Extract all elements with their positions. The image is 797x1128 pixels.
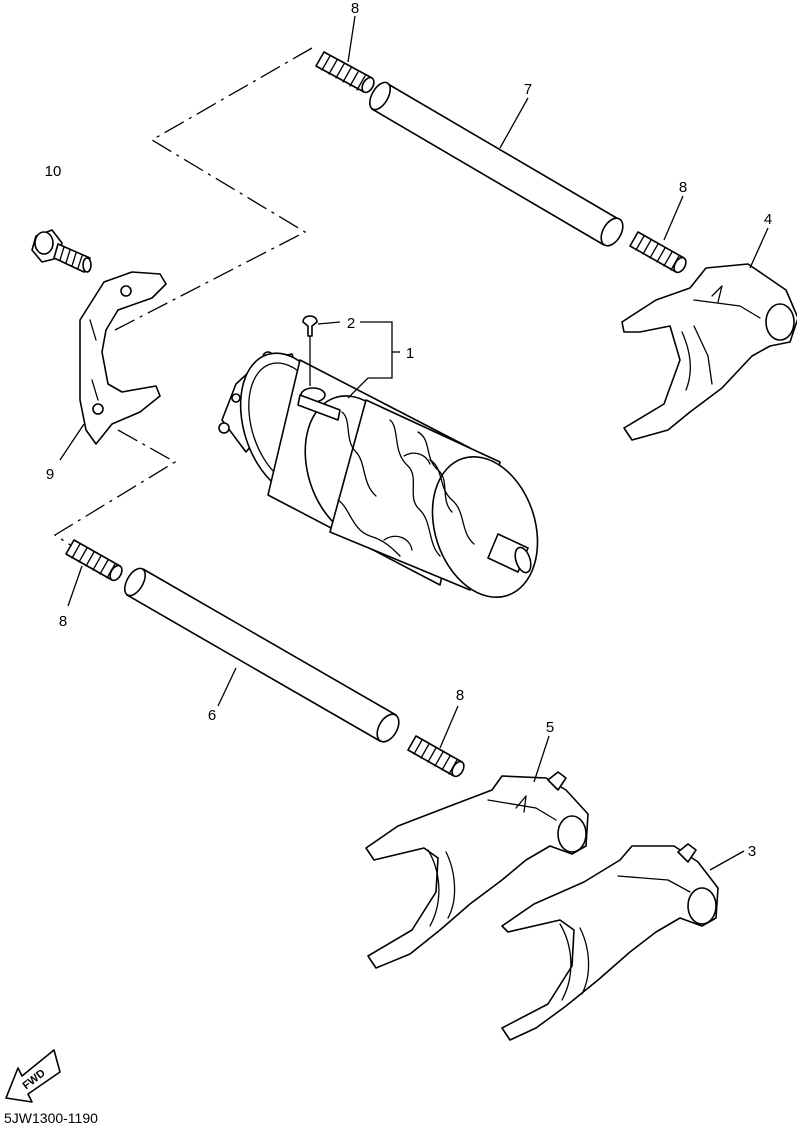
shaft-7 (368, 81, 624, 247)
callout-5: 5 (546, 719, 554, 736)
callout-7: 7 (524, 81, 532, 98)
shift-fork-3 (501, 843, 719, 1041)
spring-8-lower (407, 735, 465, 778)
plate-9 (79, 271, 167, 445)
shift-drum-1 (218, 351, 539, 598)
callout-1: 1 (406, 345, 414, 362)
bolt-10 (31, 229, 92, 273)
shift-fork-4 (621, 263, 797, 441)
callout-4: 4 (764, 211, 772, 228)
leader-lines (59, 15, 769, 871)
callout-10: 10 (45, 163, 62, 180)
callout-9: 9 (46, 466, 54, 483)
shift-fork-5 (365, 771, 589, 969)
callout-8-upper-right: 8 (679, 179, 687, 196)
spring-8-upper-right (629, 231, 687, 274)
callout-8-left: 8 (59, 613, 67, 630)
callout-8-lower: 8 (456, 687, 464, 704)
assembly-lines (53, 47, 313, 551)
callout-8-top: 8 (351, 0, 359, 17)
callout-2: 2 (347, 315, 355, 332)
fwd-arrow-icon: FWD (5, 1049, 61, 1103)
drawing-code: 5JW1300-1190 (4, 1110, 98, 1126)
spring-8-top (315, 51, 375, 94)
callout-6: 6 (208, 707, 216, 724)
callout-3: 3 (748, 843, 756, 860)
callout-labels: 8 7 8 4 10 2 1 9 8 6 8 5 3 (45, 0, 773, 860)
shaft-6 (123, 567, 400, 743)
pin-2 (302, 315, 318, 386)
spring-8-left (65, 539, 123, 582)
